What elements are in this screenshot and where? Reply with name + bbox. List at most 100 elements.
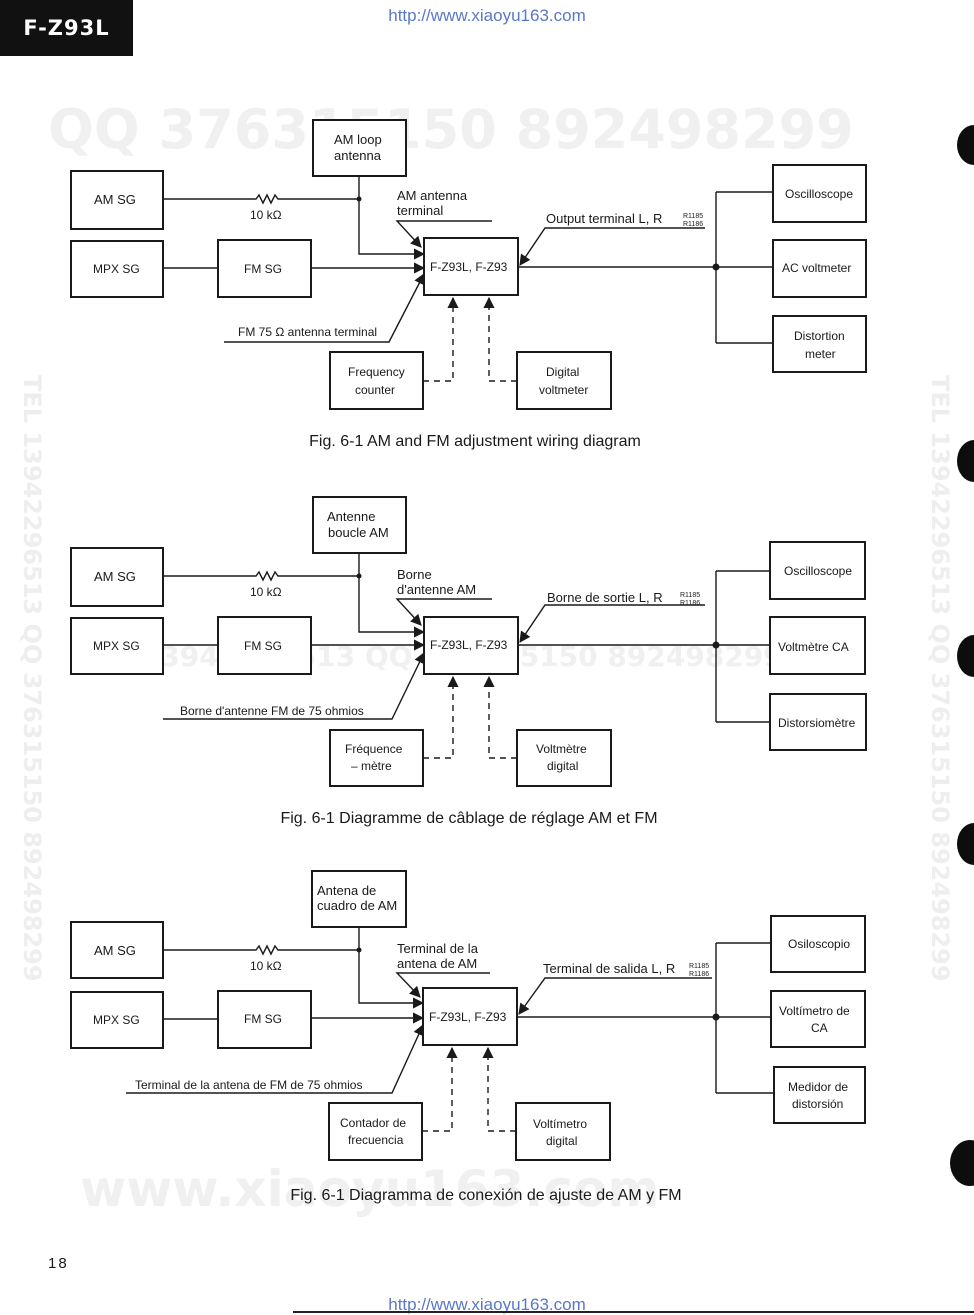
digital-voltmeter-box: Digital voltmeter (516, 351, 612, 410)
meter-bus-wire (715, 570, 770, 723)
distortion-meter-label-2: meter (805, 347, 836, 361)
loop-antenna-wire (358, 176, 426, 260)
tuner-unit-label: F-Z93L, F-Z93 (430, 260, 508, 274)
loop-antenna-label-1: AM loop (334, 132, 382, 147)
junction-dot (356, 947, 362, 953)
frequency-counter-box: Contador de frecuencia (328, 1102, 423, 1161)
digital-voltmeter-label-2: digital (546, 1134, 577, 1148)
loop-antenna-label-2: boucle AM (328, 525, 389, 540)
diagram-caption: Fig. 6-1 Diagramma de conexión de ajuste… (290, 1187, 681, 1204)
fm-sg-label: FM SG (244, 639, 282, 653)
loop-antenna-box: Antenne boucle AM (312, 496, 407, 554)
binder-hole (957, 823, 974, 865)
loop-antenna-label-1: Antena de (317, 883, 376, 898)
am-sg-wire (163, 944, 359, 956)
output-ref-bottom: R1186 (689, 971, 709, 978)
loop-antenna-box: AM loop antenna (312, 119, 407, 177)
watermark-top-row: QQ 376315150 892498299 (48, 98, 854, 161)
am-terminal-label-2: d'antenne AM (397, 582, 476, 597)
tuner-unit-box: F-Z93L, F-Z93 (422, 987, 518, 1046)
loop-antenna-label-1: Antenne (327, 509, 375, 524)
output-ref-top: R1185 (683, 213, 703, 220)
watermark-url-bottom: http://www.xiaoyu163.com (388, 1295, 586, 1314)
am-sg-label: AM SG (94, 569, 136, 584)
distortion-meter-box: Distorsiomètre (769, 693, 867, 751)
junction-dot (356, 573, 362, 579)
frequency-counter-label-1: Fréquence (345, 742, 403, 756)
resistor-label: 10 kΩ (250, 585, 282, 599)
am-terminal-label-2: antena de AM (397, 956, 477, 971)
fm-terminal-leader (163, 651, 425, 720)
output-terminal-label: Borne de sortie L, R (547, 590, 663, 605)
binder-hole (957, 125, 974, 165)
output-leader (518, 977, 712, 1015)
tuner-unit-label: F-Z93L, F-Z93 (430, 638, 508, 652)
voltmeter-dashed-wire (482, 1046, 516, 1132)
binder-hole (957, 440, 974, 482)
ac-voltmeter-label: AC voltmeter (782, 261, 851, 275)
digital-voltmeter-label-1: Digital (546, 365, 579, 379)
frequency-counter-label-1: Contador de (340, 1116, 406, 1130)
digital-voltmeter-label-2: digital (547, 759, 578, 773)
mpx-sg-box: MPX SG (70, 991, 164, 1049)
digital-voltmeter-label-1: Voltímetro (533, 1117, 587, 1131)
am-terminal-label-1: Borne (397, 567, 432, 582)
model-tag: F-Z93L (0, 0, 133, 56)
loop-antenna-box: Antena de cuadro de AM (311, 870, 407, 928)
output-leader (519, 604, 705, 643)
mpx-sg-box: MPX SG (70, 240, 164, 298)
meter-bus-wire (715, 942, 774, 1094)
output-ref-bottom: R1186 (683, 221, 703, 228)
watermark-url-top: http://www.xiaoyu163.com (388, 6, 586, 25)
mpx-sg-box: MPX SG (70, 617, 164, 675)
diagram-caption: Fig. 6-1 AM and FM adjustment wiring dia… (309, 433, 641, 450)
diagram-english: AM loop antenna AM SG MPX SG FM SG F-Z93… (70, 119, 867, 450)
oscilloscope-label: Oscilloscope (784, 564, 852, 578)
tuner-unit-label: F-Z93L, F-Z93 (429, 1010, 507, 1024)
am-sg-box: AM SG (70, 921, 164, 979)
distortion-meter-box: Distortion meter (772, 315, 867, 373)
digital-voltmeter-box: Voltímetro digital (515, 1102, 611, 1161)
frequency-counter-label-2: frecuencia (348, 1133, 404, 1147)
counter-dashed-wire (423, 675, 459, 759)
oscilloscope-box: Oscilloscope (769, 541, 866, 600)
fm-terminal-leader (126, 1023, 424, 1094)
am-terminal-leader (395, 220, 492, 248)
fm-terminal-leader (224, 273, 425, 343)
ac-voltmeter-label-1: Voltímetro de (779, 1004, 850, 1018)
output-terminal-label: Output terminal L, R (546, 211, 662, 226)
ac-voltmeter-box: AC voltmeter (772, 239, 867, 298)
ac-voltmeter-label: Voltmètre CA (778, 640, 849, 654)
tuner-unit-box: F-Z93L, F-Z93 (423, 616, 519, 675)
output-terminal-label: Terminal de salida L, R (543, 961, 675, 976)
am-terminal-leader (395, 598, 492, 626)
loop-antenna-label-2: antenna (334, 148, 382, 163)
binder-hole (957, 635, 974, 677)
fm-terminal-label: Terminal de la antena de FM de 75 ohmios (135, 1078, 362, 1092)
loop-antenna-wire (358, 553, 426, 638)
frequency-counter-label-2: counter (355, 383, 395, 397)
oscilloscope-label: Osiloscopio (788, 937, 850, 951)
distortion-meter-label-1: Medidor de (788, 1080, 848, 1094)
distortion-meter-box: Medidor de distorsión (773, 1066, 866, 1124)
oscilloscope-label: Oscilloscope (785, 187, 853, 201)
mpx-sg-label: MPX SG (93, 639, 140, 653)
fm-sg-box: FM SG (217, 616, 312, 675)
output-junction-dot (712, 1013, 720, 1021)
counter-dashed-wire (422, 1046, 458, 1132)
output-leader (519, 227, 705, 266)
mpx-sg-label: MPX SG (93, 1013, 140, 1027)
am-sg-wire (163, 570, 359, 582)
am-sg-wire (163, 193, 359, 205)
resistor-label: 10 kΩ (250, 959, 282, 973)
output-junction-dot (712, 263, 720, 271)
fm-sg-label: FM SG (244, 1012, 282, 1026)
am-sg-label: AM SG (94, 192, 136, 207)
counter-dashed-wire (423, 296, 459, 382)
ac-voltmeter-label-2: CA (811, 1021, 828, 1035)
frequency-counter-box: Fréquence – mètre (329, 729, 424, 787)
voltmeter-dashed-wire (483, 675, 517, 759)
diagram-spanish: Antena de cuadro de AM AM SG MPX SG FM S… (70, 870, 866, 1204)
loop-antenna-label-2: cuadro de AM (317, 898, 397, 913)
distortion-meter-label: Distorsiomètre (778, 716, 856, 730)
